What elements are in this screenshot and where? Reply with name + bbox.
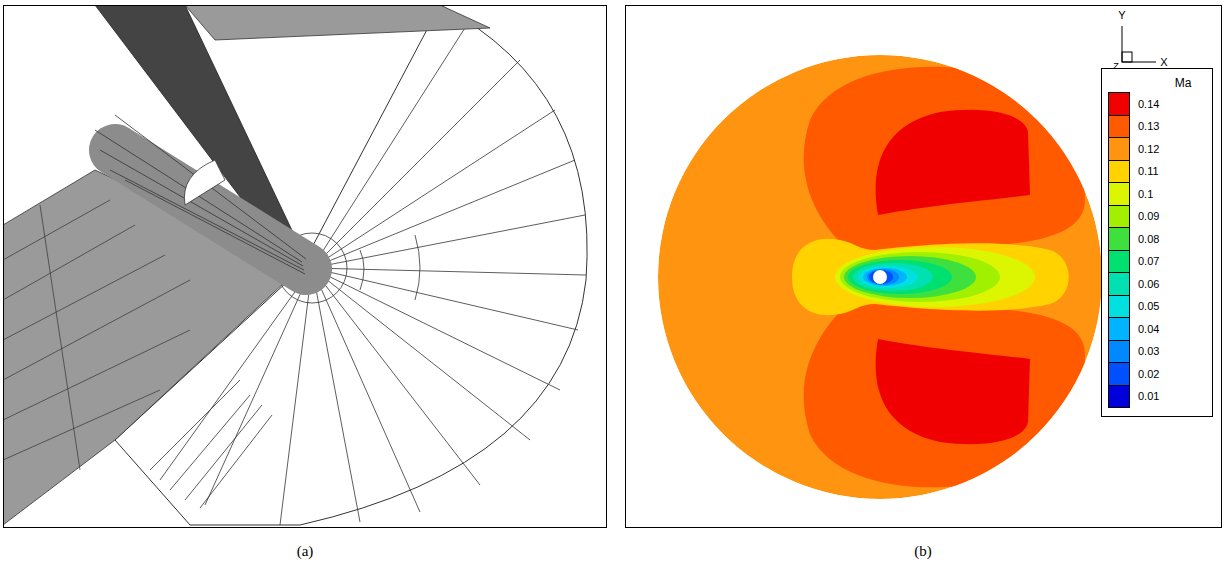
legend-swatch bbox=[1108, 317, 1130, 341]
legend-value: 0.09 bbox=[1138, 211, 1159, 222]
legend-swatch bbox=[1108, 385, 1130, 409]
legend-swatch bbox=[1108, 340, 1130, 364]
axis-triad bbox=[1122, 26, 1156, 62]
panel-caption: (b) bbox=[914, 544, 932, 559]
legend-swatch bbox=[1108, 227, 1130, 251]
legend-value: 0.12 bbox=[1138, 144, 1159, 155]
legend-value: 0.11 bbox=[1138, 166, 1159, 177]
mesh-view bbox=[4, 6, 587, 525]
legend-swatch bbox=[1108, 92, 1130, 116]
legend-swatch bbox=[1108, 205, 1130, 229]
legend-swatch bbox=[1108, 160, 1130, 184]
axis-label: Y bbox=[1118, 10, 1125, 21]
legend-swatch bbox=[1108, 182, 1130, 206]
legend-swatch bbox=[1108, 362, 1130, 386]
legend-value: 0.01 bbox=[1138, 391, 1159, 402]
panel-caption: (a) bbox=[297, 544, 314, 559]
legend-swatch bbox=[1108, 137, 1130, 161]
legend-swatch bbox=[1108, 295, 1130, 319]
legend-value: 0.03 bbox=[1138, 346, 1159, 357]
legend-value: 0.1 bbox=[1138, 189, 1153, 200]
legend-swatch bbox=[1108, 250, 1130, 274]
axis-label: X bbox=[1160, 57, 1167, 68]
legend-value: 0.13 bbox=[1138, 121, 1159, 132]
legend-value: 0.14 bbox=[1138, 99, 1159, 110]
legend-value: 0.06 bbox=[1138, 279, 1159, 290]
legend-value: 0.05 bbox=[1138, 301, 1159, 312]
legend-value: 0.08 bbox=[1138, 234, 1159, 245]
mach-contour bbox=[658, 55, 1102, 499]
axis-label: Z bbox=[1113, 62, 1119, 71]
legend-value: 0.02 bbox=[1138, 369, 1159, 380]
legend-value: 0.07 bbox=[1138, 256, 1159, 267]
legend-swatch bbox=[1108, 115, 1130, 139]
legend-swatch bbox=[1108, 272, 1130, 296]
legend-title: Ma bbox=[1175, 77, 1192, 89]
legend-value: 0.04 bbox=[1138, 324, 1159, 335]
